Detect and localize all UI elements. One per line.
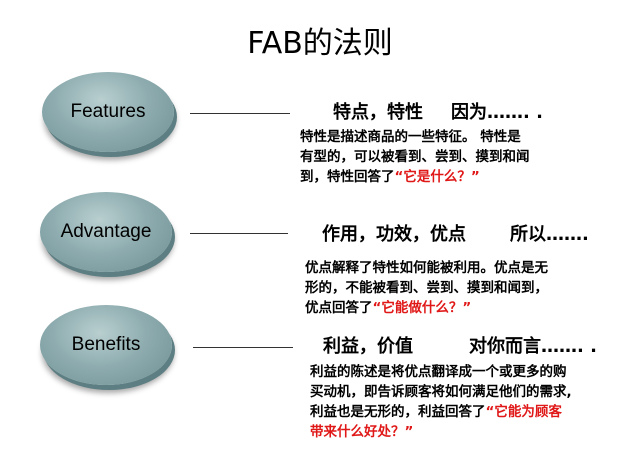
features-label: Features [70, 101, 146, 122]
advantage-question: “它能做什么？” [372, 300, 472, 316]
benefits-desc-line: 利益也是无形的，利益回答了 [310, 404, 486, 420]
benefits-question-cont: 带来什么好处？” [310, 424, 414, 440]
advantage-heading: 作用，功效，优点 所以……. [322, 220, 589, 246]
advantage-desc-line: 优点回答了 [305, 300, 373, 316]
benefits-desc-line: 买动机，即告诉顾客将如何满足他们的需求, [310, 384, 572, 400]
features-heading: 特点，特性 因为……. . [333, 98, 543, 124]
features-question: “它是什么？” [394, 169, 480, 185]
advantage-heading-main: 作用，功效，优点 [322, 224, 466, 245]
advantage-description: 优点解释了特性如何能被利用。优点是无 形的，不能被看到、尝到、摸到和闻到， 优点… [305, 258, 548, 318]
page-title: FAB的法则 [247, 26, 393, 61]
features-heading-tail: 因为……. . [451, 102, 543, 123]
advantage-desc-line: 优点解释了特性如何能被利用。优点是无 [305, 260, 548, 276]
advantage-disc: Advantage [40, 192, 172, 272]
benefits-heading-tail: 对你而言……. . [469, 336, 597, 357]
features-heading-main: 特点，特性 [333, 102, 423, 123]
benefits-question: “它能为顾客 [485, 404, 562, 420]
advantage-heading-tail: 所以……. [510, 224, 589, 245]
features-connector [190, 113, 290, 114]
benefits-heading: 利益，价值 对你而言……. . [323, 332, 597, 358]
features-disc: Features [42, 72, 174, 152]
benefits-disc: Benefits [40, 305, 172, 385]
benefits-desc-line: 利益的陈述是将优点翻译成一个或更多的购 [310, 364, 567, 380]
benefits-heading-main: 利益，价值 [323, 336, 413, 357]
benefits-description: 利益的陈述是将优点翻译成一个或更多的购 买动机，即告诉顾客将如何满足他们的需求,… [310, 362, 572, 442]
advantage-connector [190, 233, 288, 234]
features-description: 特性是描述商品的一些特征。 特性是 有型的，可以被看到、尝到、摸到和闻 到，特性… [300, 127, 530, 187]
advantage-label: Advantage [60, 221, 152, 242]
benefits-connector [193, 347, 293, 348]
features-desc-line: 到，特性回答了 [300, 169, 395, 185]
features-desc-line: 有型的，可以被看到、尝到、摸到和闻 [300, 149, 530, 165]
advantage-desc-line: 形的，不能被看到、尝到、摸到和闻到， [305, 280, 548, 296]
benefits-label: Benefits [71, 334, 141, 355]
features-desc-line: 特性是描述商品的一些特征。 特性是 [300, 129, 521, 145]
